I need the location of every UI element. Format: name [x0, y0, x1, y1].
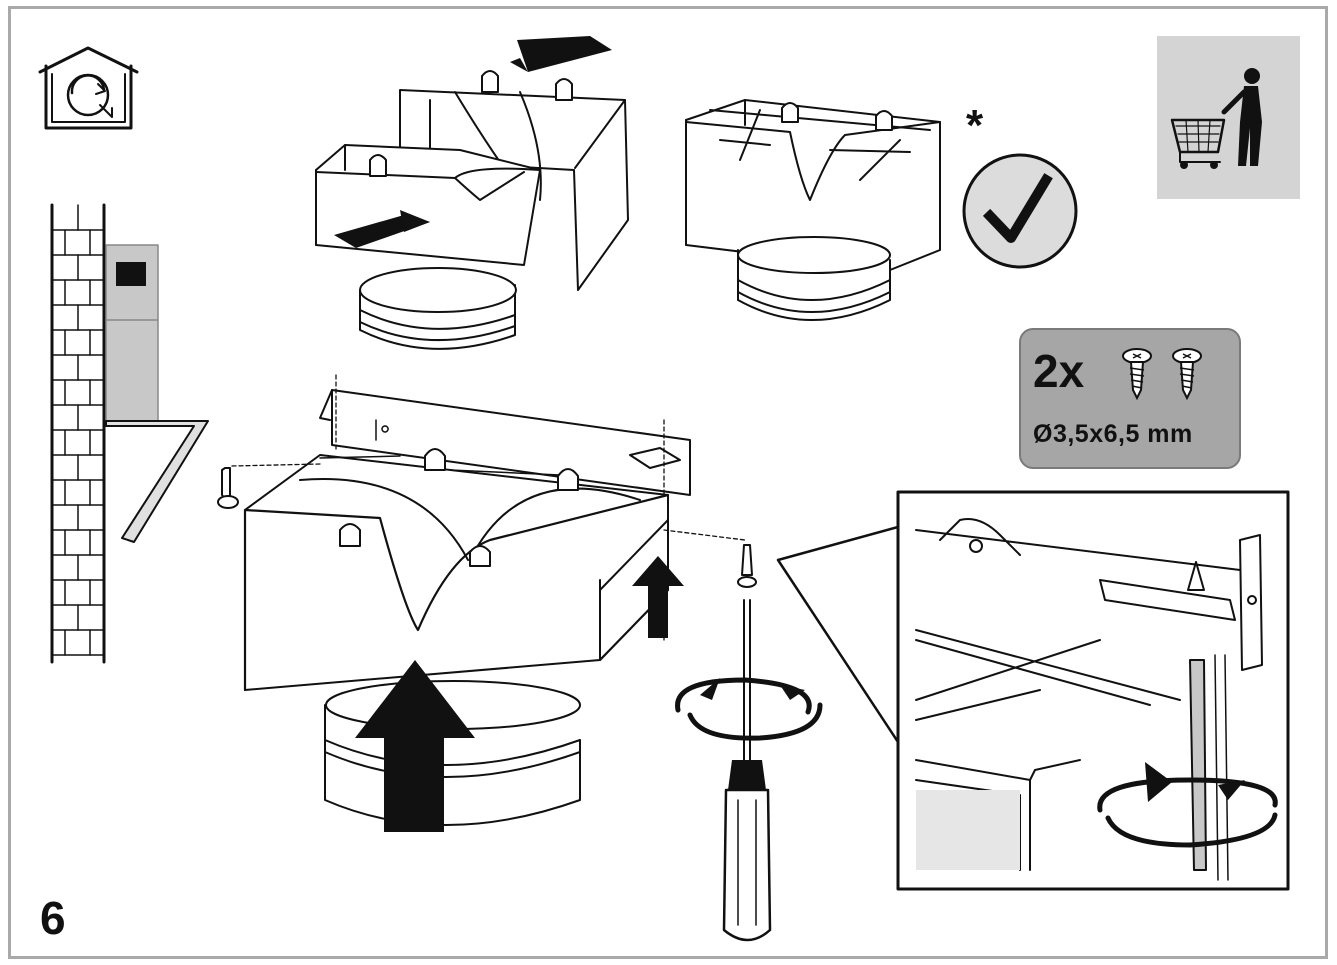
shopping-cart-person-icon	[1157, 36, 1300, 199]
main-duct-assembly	[217, 374, 746, 832]
house-recirculation-icon	[38, 46, 139, 130]
duct-part-unassembled	[315, 36, 629, 350]
screw-count: 2x	[1033, 345, 1085, 397]
wall-with-hood	[50, 203, 209, 664]
detail-zoom-callout	[776, 490, 1290, 891]
screwdriver-icon	[675, 544, 823, 942]
step-number: 6	[40, 892, 66, 944]
note-asterisk: *	[966, 101, 984, 150]
screw-icon	[1122, 348, 1202, 401]
screw-size: Ø3,5x6,5 mm	[1033, 420, 1193, 448]
duct-part-assembled	[685, 99, 941, 321]
screw-spec-badge: 2x Ø3,5x6,5 mm	[1019, 328, 1241, 469]
checkmark-circle-icon	[962, 153, 1078, 269]
